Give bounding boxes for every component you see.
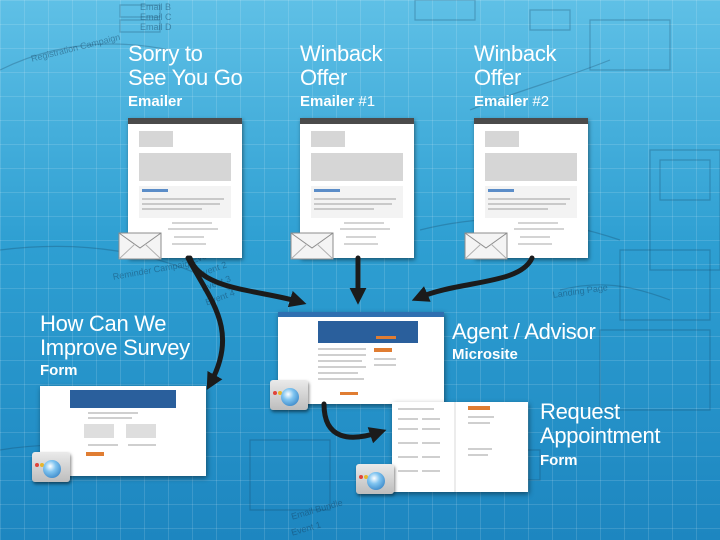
- winback1-title-line2: Offer: [300, 65, 348, 90]
- envelope-icon: [464, 232, 508, 260]
- arrow-winback2-to-agent: [411, 255, 535, 302]
- winback2-title-line1: Winback: [474, 41, 557, 66]
- sketch-label: Email D: [140, 22, 172, 32]
- email-header-bar: [300, 118, 414, 124]
- agent-title: Agent / Advisor: [452, 319, 596, 344]
- globe-icon: [43, 460, 61, 478]
- sorry-title: Sorry to See You Go: [128, 41, 243, 90]
- arrow-sorry-to-survey: [185, 255, 226, 390]
- email-placeholder-small: [139, 131, 173, 147]
- winback2-title-line2: Offer: [474, 65, 522, 90]
- winback1-type-label: Emailer: [300, 93, 355, 110]
- sketch-label: Email C: [140, 12, 172, 22]
- arrow-sorry-to-agent: [187, 255, 307, 308]
- email-header-bar: [474, 118, 588, 124]
- site-hero: [70, 390, 176, 408]
- winback2-number: #2: [532, 93, 550, 110]
- survey-form-thumbnail: [40, 386, 206, 476]
- browser-window-icon: [356, 464, 394, 494]
- sketch-label: Email B: [140, 2, 172, 12]
- winback2-title: Winback Offer: [474, 41, 557, 90]
- globe-icon: [281, 388, 299, 406]
- sorry-title-line1: Sorry to: [128, 41, 203, 66]
- survey-title-line2: Improve Survey: [40, 335, 190, 360]
- browser-window-icon: [270, 380, 308, 410]
- appointment-type: Form: [540, 452, 578, 469]
- appointment-title: Request Appointment: [540, 399, 661, 448]
- survey-type: Form: [40, 362, 78, 379]
- envelope-icon: [290, 232, 334, 260]
- sorry-title-line2: See You Go: [128, 65, 243, 90]
- winback1-number: #1: [358, 93, 376, 110]
- email-placeholder-large: [139, 153, 231, 181]
- appointment-form-thumbnail: [392, 402, 528, 492]
- sorry-email-thumbnail: [128, 118, 242, 258]
- winback1-title-line1: Winback: [300, 41, 383, 66]
- email-header-bar: [128, 118, 242, 124]
- winback2-type-label: Emailer: [474, 93, 529, 110]
- appointment-title-line2: Appointment: [540, 423, 661, 448]
- winback1-title: Winback Offer: [300, 41, 383, 90]
- agent-type: Microsite: [452, 346, 518, 363]
- winback1-type: Emailer #1: [300, 93, 375, 110]
- envelope-icon: [118, 232, 162, 260]
- appointment-title-line1: Request: [540, 399, 620, 424]
- survey-title-line1: How Can We: [40, 311, 167, 336]
- globe-icon: [367, 472, 385, 490]
- survey-title: How Can We Improve Survey: [40, 312, 190, 360]
- sorry-type: Emailer: [128, 93, 183, 110]
- winback2-type: Emailer #2: [474, 93, 549, 110]
- email-article-title: [142, 189, 168, 192]
- browser-window-icon: [32, 452, 70, 482]
- arrow-agent-to-appointment: [321, 401, 387, 444]
